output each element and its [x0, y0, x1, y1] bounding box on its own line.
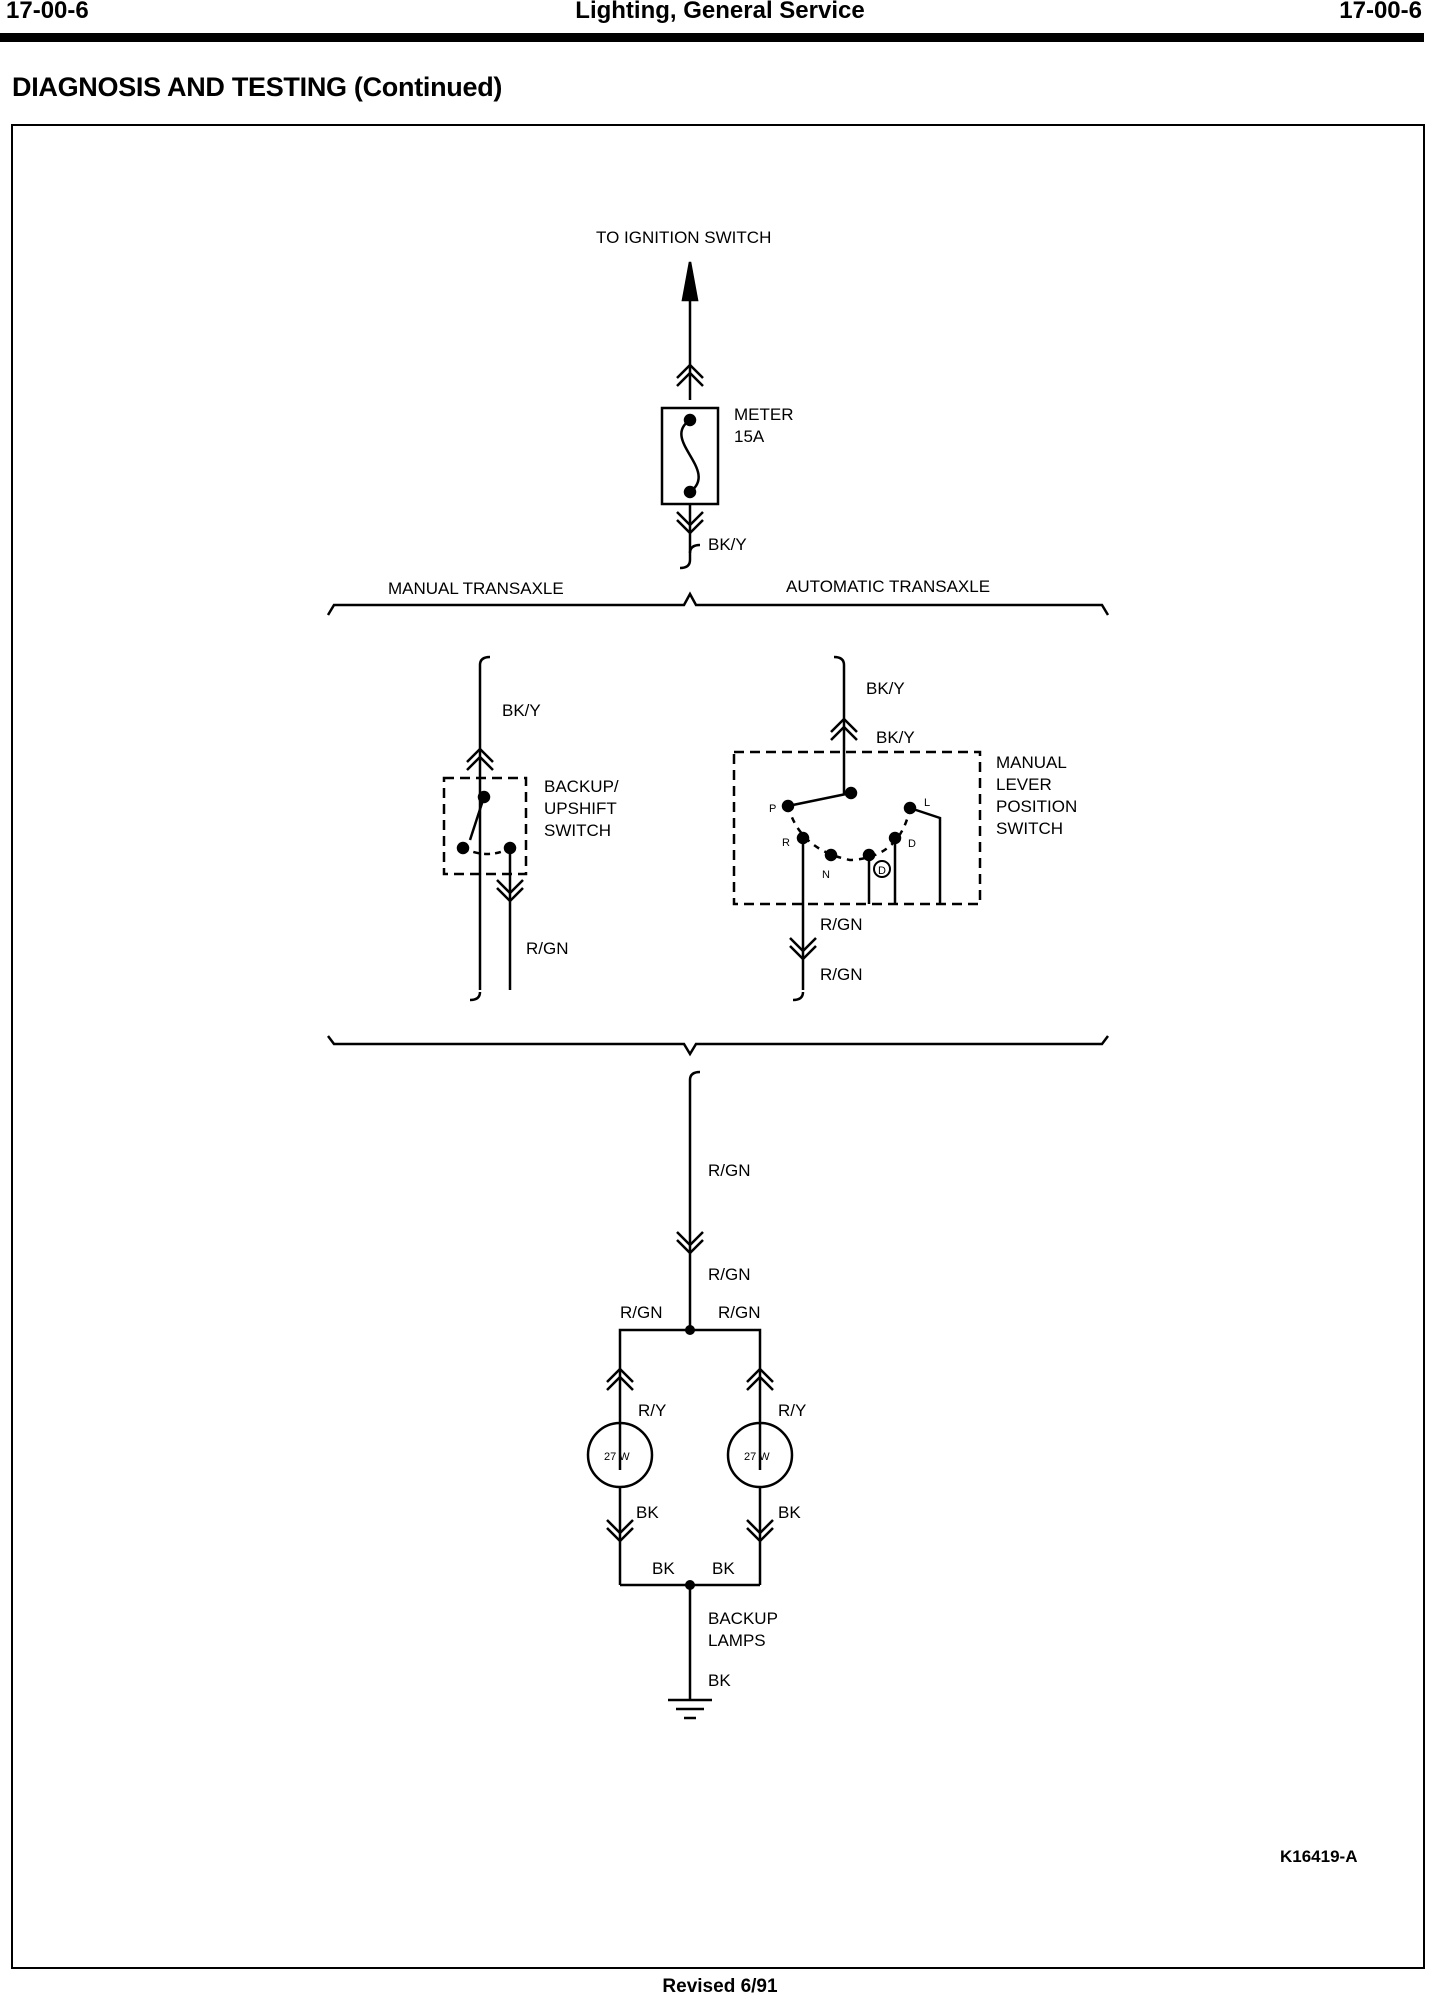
wire-label: R/GN — [708, 1265, 751, 1284]
connector-icon — [676, 511, 704, 527]
connector-icon — [606, 1519, 634, 1535]
lamp-rating-left: 27 W — [604, 1451, 630, 1463]
manual-transaxle-label: MANUAL TRANSAXLE — [388, 579, 564, 598]
page-number-right: 17-00-6 — [1339, 0, 1422, 24]
backup-lamps-label-1: BACKUP — [708, 1609, 778, 1628]
wire-label: R/Y — [778, 1401, 806, 1420]
wire-label: R/GN — [718, 1303, 761, 1322]
backup-switch-box — [442, 776, 528, 876]
wire-label: R/GN — [526, 939, 569, 958]
connector-icon — [789, 937, 817, 953]
lever-switch-label-2: LEVER — [996, 775, 1052, 794]
backup-lamps-label-2: LAMPS — [708, 1631, 766, 1650]
wire-label: BK — [708, 1671, 731, 1690]
position-d: D — [908, 838, 916, 850]
automatic-transaxle-label: AUTOMATIC TRANSAXLE — [786, 577, 990, 596]
lamp-rating-right: 27 W — [744, 1451, 770, 1463]
page-title: Lighting, General Service — [575, 0, 865, 24]
wire-label: BK — [778, 1503, 801, 1522]
connector-icon — [746, 1519, 774, 1535]
section-title: DIAGNOSIS AND TESTING (Continued) — [12, 72, 503, 102]
lever-switch-label-3: POSITION — [996, 797, 1077, 816]
manual-lever-switch-box — [732, 750, 982, 906]
backup-switch-label-1: BACKUP/ — [544, 777, 619, 796]
backup-switch-label-2: UPSHIFT — [544, 799, 617, 818]
wire-label: BK — [636, 1503, 659, 1522]
fuse-rating: 15A — [734, 427, 765, 446]
connector-icon — [746, 1375, 774, 1391]
wire-label: BK/Y — [708, 535, 747, 554]
header-rule — [0, 33, 1424, 42]
switch-blade-icon — [468, 796, 486, 841]
connector-icon — [466, 755, 494, 771]
backup-switch-label-3: SWITCH — [544, 821, 611, 840]
position-l: L — [924, 797, 930, 809]
lever-switch-label-1: MANUAL — [996, 753, 1067, 772]
page-number-left: 17-00-6 — [6, 0, 89, 24]
connector-icon — [676, 1231, 704, 1247]
wire-label: R/Y — [638, 1401, 666, 1420]
wire-label: BK/Y — [866, 679, 905, 698]
wire-label: BK/Y — [876, 728, 915, 747]
wire-label: R/GN — [708, 1161, 751, 1180]
connector-icon — [606, 1375, 634, 1391]
to-ignition-label: TO IGNITION SWITCH — [596, 228, 771, 247]
figure-code: K16419-A — [1280, 1847, 1358, 1866]
transaxle-brace — [327, 1035, 1109, 1057]
position-r: R — [782, 837, 790, 849]
wire-label: BK — [712, 1559, 735, 1578]
arrow-up-icon — [681, 261, 699, 302]
wire-label: R/GN — [820, 965, 863, 984]
wire-label: R/GN — [820, 915, 863, 934]
lever-blade-icon — [787, 791, 852, 808]
connector-icon — [830, 725, 858, 741]
figure-frame — [11, 124, 1425, 1969]
lever-switch-label-4: SWITCH — [996, 819, 1063, 838]
transaxle-brace — [326, 591, 1110, 616]
connector-icon — [676, 371, 704, 387]
fuse-icon — [680, 418, 700, 494]
wire-label: R/GN — [620, 1303, 663, 1322]
position-n: N — [822, 869, 830, 881]
wire-label: BK — [652, 1559, 675, 1578]
wire-label: BK/Y — [502, 701, 541, 720]
position-overdrive: D — [878, 865, 886, 877]
revision-footer: Revised 6/91 — [662, 1976, 778, 1997]
position-p: P — [769, 803, 776, 815]
fuse-name: METER — [734, 405, 794, 424]
